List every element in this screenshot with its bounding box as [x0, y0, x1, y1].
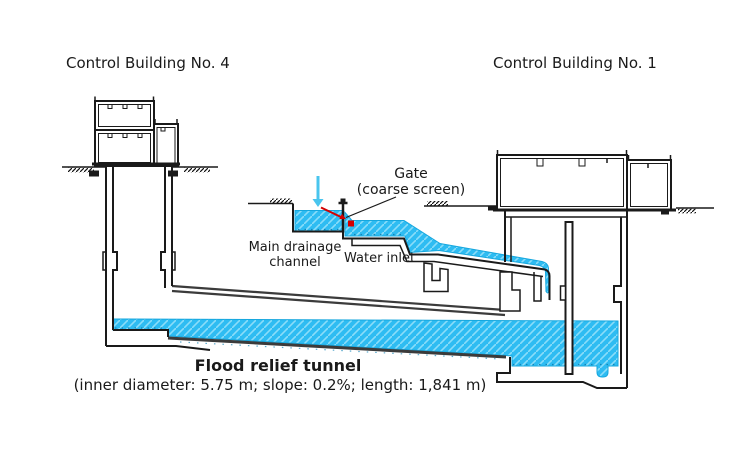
tunnel-roof-line — [171, 284, 506, 317]
label-water-inlet: Water inlet — [344, 251, 416, 266]
control-building-4-drawing — [92, 96, 180, 167]
divider-notch — [559, 285, 567, 301]
ground-hatch — [427, 201, 448, 206]
gate-pointer-arrow — [320, 206, 354, 227]
inlet-slab-underside — [351, 238, 544, 278]
label-control-building-4: Control Building No. 4 — [66, 54, 230, 72]
gate-leader-line — [345, 196, 397, 219]
ground-hatch — [270, 198, 292, 204]
basement-bottom — [496, 357, 627, 389]
label-gate: Gate (coarse screen) — [350, 166, 472, 198]
ground-hatch — [68, 167, 94, 173]
gate-position-square — [348, 220, 354, 227]
footing-block — [488, 205, 496, 211]
label-tunnel-title: Flood relief tunnel — [194, 356, 362, 375]
label-main-drainage-channel: Main drainage channel — [242, 240, 348, 270]
tunnel-floor-line — [167, 336, 507, 359]
label-drainage-line1: Main drainage — [248, 240, 342, 255]
label-tunnel-specs: (inner diameter: 5.75 m; slope: 0.2%; le… — [73, 376, 487, 394]
cascade-lip — [544, 268, 551, 300]
label-control-building-1: Control Building No. 1 — [493, 54, 657, 72]
label-gate-line2: (coarse screen) — [356, 182, 466, 198]
ground-left — [62, 166, 218, 177]
gate-knob — [340, 198, 346, 203]
inlet-water — [344, 211, 549, 294]
parapet-ticks — [496, 150, 672, 160]
tunnel-structure — [167, 284, 507, 359]
ground-hatch — [678, 208, 696, 214]
ground-hatch — [184, 167, 210, 173]
label-gate-line1: Gate — [394, 166, 428, 182]
inflow-arrow — [312, 176, 324, 207]
control-building-1-drawing — [493, 150, 676, 212]
label-drainage-line2: channel — [269, 255, 321, 270]
inlet-structure — [248, 198, 551, 302]
parapet-ticks — [94, 96, 178, 124]
left-shaft — [102, 164, 211, 351]
channel-outline — [292, 203, 343, 233]
tunnel-water — [112, 318, 619, 378]
basement-support-block — [499, 271, 521, 312]
footing-block — [89, 170, 99, 177]
footing-block — [168, 170, 178, 177]
inlet-floor — [342, 231, 546, 271]
cascade-wall — [533, 272, 542, 302]
right-basement — [496, 210, 628, 389]
divider-wall — [564, 221, 574, 375]
inlet-support-block — [423, 262, 449, 293]
water-bottom-dots — [115, 228, 616, 366]
water-body — [112, 210, 619, 378]
